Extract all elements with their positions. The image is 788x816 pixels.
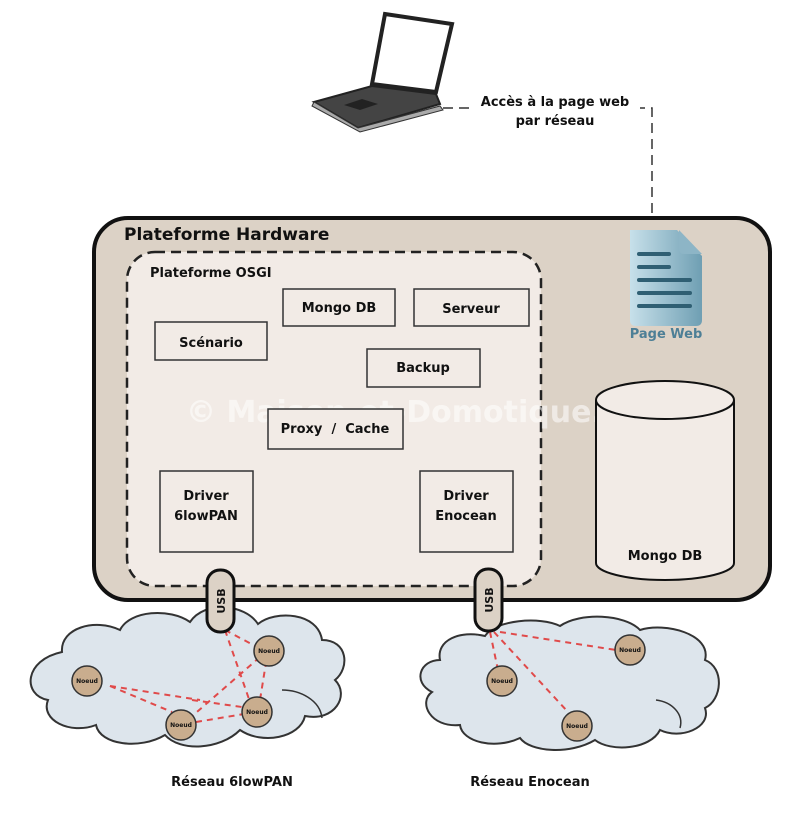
module-proxy-cache-label: Proxy / Cache [281, 422, 390, 437]
node-label: Noeud [76, 678, 98, 685]
network-6lowpan-label: Réseau 6lowPAN [171, 775, 293, 790]
usb-connector-left: USB [205, 568, 236, 634]
document-icon [630, 230, 702, 326]
module-mongo-db: Mongo DB [282, 288, 396, 327]
node: Noeud [165, 709, 197, 741]
driver-enocean-label-line1: Driver [443, 489, 489, 504]
link [109, 685, 201, 701]
usb-label-right: USB [483, 587, 496, 612]
database-cylinder-icon: Mongo DB [595, 380, 735, 581]
node-label: Noeud [170, 722, 192, 729]
node-label: Noeud [566, 723, 588, 730]
driver-6lowpan-label-line1: Driver [183, 489, 229, 504]
node-label: Noeud [246, 709, 268, 716]
module-mongo-db-label: Mongo DB [302, 301, 377, 316]
module-serveur: Serveur [413, 288, 530, 327]
module-driver-enocean: Driver Enocean [419, 470, 514, 553]
access-label-line1: Accès à la page web [481, 95, 629, 110]
node-label: Noeud [258, 648, 280, 655]
module-scenario: Scénario [154, 321, 268, 361]
node: Noeud [71, 665, 103, 697]
database-label: Mongo DB [628, 549, 703, 564]
link [195, 713, 245, 723]
node: Noeud [561, 710, 593, 742]
module-proxy-cache: Proxy / Cache [267, 408, 404, 450]
osgi-platform-title: Plateforme OSGI [150, 266, 272, 281]
node: Noeud [241, 696, 273, 728]
link [499, 631, 617, 651]
node: Noeud [486, 665, 518, 697]
node: Noeud [614, 634, 646, 666]
module-driver-6lowpan: Driver 6lowPAN [159, 470, 254, 553]
network-enocean-label: Réseau Enocean [470, 775, 590, 790]
link [259, 649, 269, 701]
module-backup-label: Backup [396, 361, 450, 376]
link [224, 629, 251, 703]
network-enocean-cloud: Noeud Noeud Noeud [419, 615, 720, 751]
node-label: Noeud [491, 678, 513, 685]
module-backup: Backup [366, 348, 481, 388]
laptop-icon [311, 11, 455, 133]
module-scenario-label: Scénario [179, 336, 243, 351]
access-label-line2: par réseau [516, 114, 595, 129]
page-web: Page Web [630, 230, 703, 342]
watermark: © Maison-et-Domotique.com [186, 395, 672, 430]
link [493, 631, 569, 713]
hardware-platform-title: Plateforme Hardware [124, 225, 329, 245]
usb-connector-right: USB [473, 567, 504, 633]
node-label: Noeud [619, 647, 641, 654]
link [109, 685, 173, 713]
page-web-label: Page Web [630, 327, 703, 342]
usb-label-left: USB [215, 588, 228, 613]
link [191, 699, 243, 708]
network-6lowpan-cloud: Noeud Noeud Noeud Noeud [29, 606, 346, 748]
driver-6lowpan-label-line2: 6lowPAN [174, 509, 238, 524]
module-serveur-label: Serveur [442, 302, 500, 317]
driver-enocean-label-line2: Enocean [435, 509, 497, 524]
node: Noeud [253, 635, 285, 667]
